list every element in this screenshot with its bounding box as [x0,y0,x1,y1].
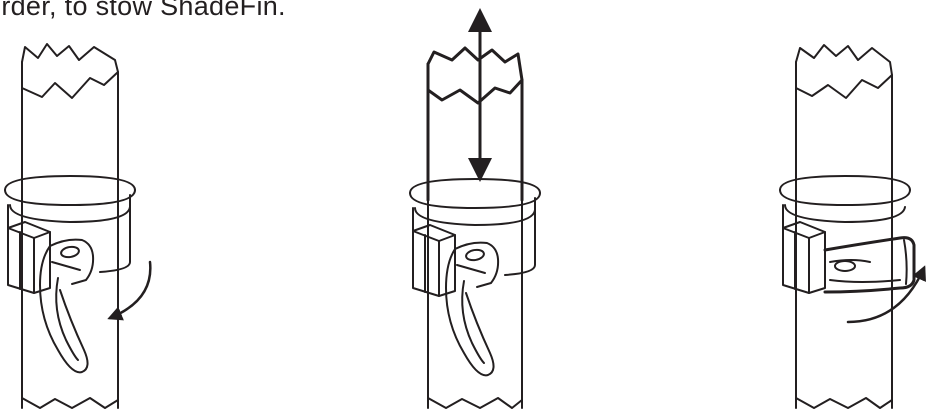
step-3-figure [780,45,926,408]
pole-1-icon [22,44,118,408]
pole-2-icon [428,48,522,408]
clamp-collar-1-icon [5,176,135,293]
step-2-figure [410,8,540,408]
rotate-arrow-1-icon [107,262,150,321]
clamp-collar-3-icon [780,176,910,293]
rotate-arrow-3-icon [848,265,926,322]
clamp-lever-closed-3-icon [825,238,914,292]
clamp-lever-1-icon [40,240,93,373]
clamp-collar-2-icon [410,179,540,296]
instruction-caption: order, to stow ShadeFin. [0,0,286,21]
up-down-arrow-icon [468,8,492,182]
step-1-figure [5,44,150,408]
clamp-lever-2-icon [446,243,498,376]
